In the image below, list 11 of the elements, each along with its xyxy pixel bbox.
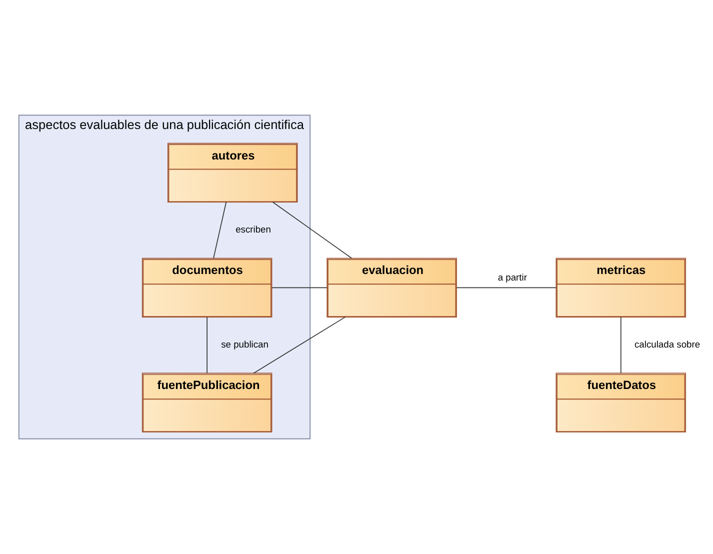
connector (456, 287, 556, 288)
connector (253, 316, 346, 374)
connector (272, 202, 352, 259)
edge-label: escriben (236, 224, 271, 235)
connector (272, 287, 328, 288)
connector (213, 202, 227, 259)
connector (620, 316, 622, 374)
connector (206, 316, 208, 374)
edge-label: calculada sobre (634, 340, 700, 350)
edge-label: se publican (221, 340, 268, 350)
edge-label: a partir (498, 272, 527, 283)
